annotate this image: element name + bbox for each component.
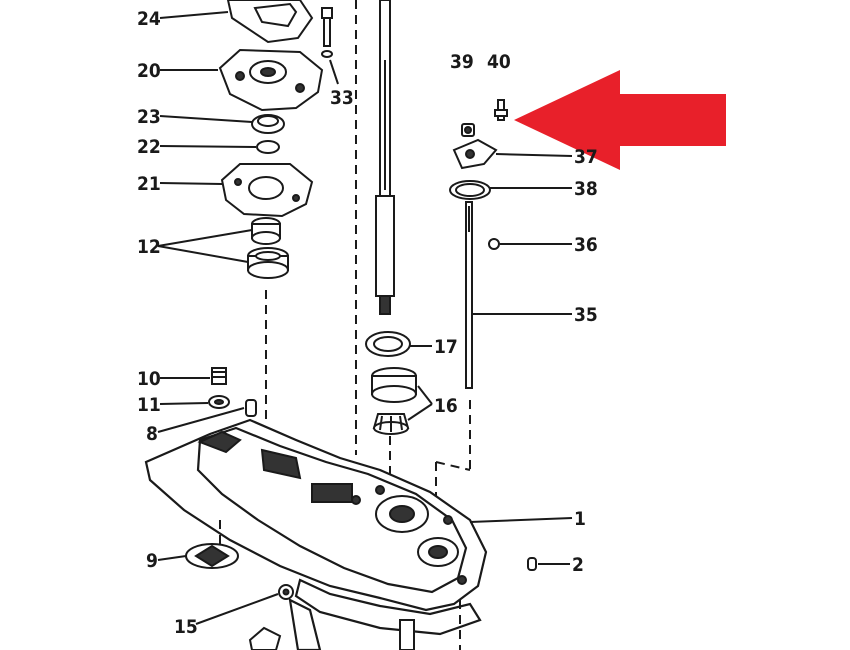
centerline-right-b <box>435 461 471 471</box>
part-10-plug <box>211 367 227 385</box>
callout-22: 22 <box>137 136 161 158</box>
part-40-screw <box>494 99 508 121</box>
part-2-plug <box>527 557 537 571</box>
callout-21: 21 <box>137 173 161 195</box>
part-bottom-partial <box>248 626 282 650</box>
callout-16: 16 <box>434 395 458 417</box>
part-22-ring <box>256 140 280 154</box>
part-24-gasket <box>226 0 314 44</box>
callout-40: 40 <box>487 51 511 73</box>
callout-labels: 24 20 23 22 21 12 10 11 8 9 15 33 17 16 … <box>137 8 598 638</box>
part-37-bracket <box>452 138 498 170</box>
callout-17: 17 <box>434 336 458 358</box>
part-9-anode <box>185 520 239 569</box>
part-1-gearcase-housing <box>144 418 488 650</box>
callout-9: 9 <box>146 550 158 572</box>
callout-23: 23 <box>137 106 161 128</box>
callout-36: 36 <box>574 234 598 256</box>
part-15-screw <box>278 584 294 600</box>
part-36-clip <box>488 238 500 250</box>
part-8-pin <box>245 399 257 417</box>
part-20-pump-housing <box>218 48 324 112</box>
part-driveshaft <box>375 0 395 315</box>
part-16-bearing-cup <box>371 367 417 403</box>
callout-15: 15 <box>174 616 198 638</box>
leader-lines <box>157 11 573 625</box>
part-35-shift-rod <box>465 201 473 389</box>
callout-37: 37 <box>574 146 598 168</box>
callout-24: 24 <box>137 8 161 30</box>
callout-35: 35 <box>574 304 598 326</box>
part-38-oring <box>449 180 491 200</box>
part-33-bolt <box>321 7 333 58</box>
callout-11: 11 <box>137 394 161 416</box>
part-21-plate <box>220 163 314 218</box>
part-11-washer <box>208 395 230 409</box>
callout-10: 10 <box>137 368 161 390</box>
callout-33: 33 <box>330 87 354 109</box>
part-23-seal <box>251 114 285 134</box>
part-17-shim <box>365 331 411 357</box>
part-12-bearing-lower <box>247 247 289 279</box>
callout-20: 20 <box>137 60 161 82</box>
highlight-arrow <box>514 70 726 170</box>
callout-2: 2 <box>572 554 584 576</box>
part-12-bearing-upper <box>251 217 281 245</box>
part-16-bearing-cone <box>372 413 410 478</box>
callout-8: 8 <box>146 423 158 445</box>
callout-38: 38 <box>574 178 598 200</box>
callout-39: 39 <box>450 51 474 73</box>
callout-12: 12 <box>137 236 161 258</box>
callout-1: 1 <box>574 508 586 530</box>
part-39-nut <box>461 123 475 137</box>
